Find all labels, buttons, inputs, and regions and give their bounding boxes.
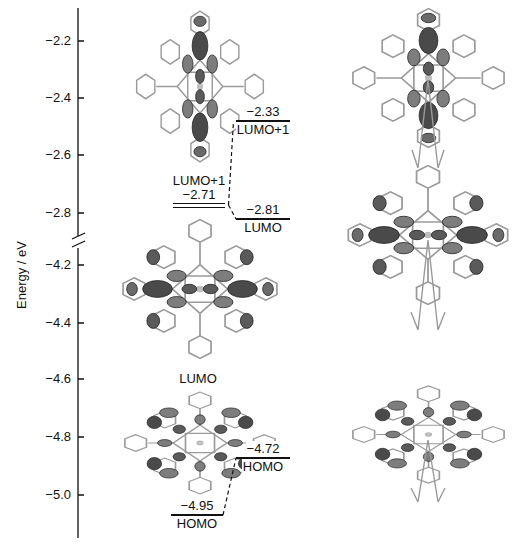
level-text: HOMO bbox=[171, 517, 223, 531]
level-text: −2.33 bbox=[234, 105, 293, 119]
energy-level: −4.72HOMO bbox=[236, 442, 290, 474]
tail-sticks bbox=[411, 440, 445, 502]
dashed-connector bbox=[229, 205, 237, 219]
orbital-label: LUMO bbox=[179, 372, 217, 386]
level-label: −2.71 bbox=[182, 187, 217, 202]
level-label: −2.33 bbox=[246, 104, 281, 119]
level-label: LUMO+1 bbox=[172, 173, 226, 188]
tick-label: −2.8 bbox=[45, 206, 71, 220]
orbital-picture bbox=[353, 386, 504, 483]
level-text: LUMO bbox=[236, 221, 290, 235]
tick-label: −4.4 bbox=[45, 316, 71, 330]
tick-label: −2.4 bbox=[45, 91, 71, 105]
energy-axis bbox=[72, 8, 85, 538]
level-label: LUMO+1 bbox=[236, 122, 290, 137]
tick-label: −4.6 bbox=[45, 372, 71, 386]
orbital-picture bbox=[353, 9, 504, 148]
orbital-picture bbox=[123, 220, 277, 359]
tick-label: −4.2 bbox=[45, 258, 71, 272]
orbital-picture bbox=[137, 11, 264, 162]
tick-label: −2.6 bbox=[45, 148, 71, 162]
dashed-connector bbox=[229, 121, 234, 205]
level-label: −4.72 bbox=[246, 441, 281, 456]
tick-label: −5.0 bbox=[45, 488, 71, 502]
level-text: HOMO bbox=[236, 460, 290, 474]
level-text: −2.71 bbox=[170, 188, 229, 202]
energy-level: −2.81LUMO bbox=[236, 203, 290, 235]
tick-label: −2.2 bbox=[45, 34, 71, 48]
dashed-connector bbox=[223, 458, 236, 515]
energy-level: −4.95HOMO bbox=[171, 499, 223, 531]
level-label: LUMO bbox=[243, 220, 283, 235]
level-line bbox=[173, 203, 225, 208]
level-label: HOMO bbox=[242, 459, 284, 474]
tail-sticks bbox=[411, 240, 445, 330]
level-text: LUMO+1 bbox=[234, 123, 293, 137]
level-label: −4.95 bbox=[180, 498, 215, 513]
energy-level: LUMO+1−2.71 bbox=[170, 174, 229, 209]
orbital-picture bbox=[348, 166, 507, 305]
level-text: LUMO+1 bbox=[170, 174, 229, 188]
level-text: −4.95 bbox=[171, 499, 223, 513]
level-label: −2.81 bbox=[246, 202, 281, 217]
level-text: −4.72 bbox=[236, 442, 290, 456]
tail-sticks bbox=[412, 80, 444, 168]
level-text: −2.81 bbox=[236, 203, 290, 217]
level-label: HOMO bbox=[176, 516, 218, 531]
tick-label: −4.8 bbox=[45, 430, 71, 444]
energy-level: −2.33LUMO+1 bbox=[234, 105, 293, 137]
axis-title: Energy / eV bbox=[15, 241, 29, 309]
